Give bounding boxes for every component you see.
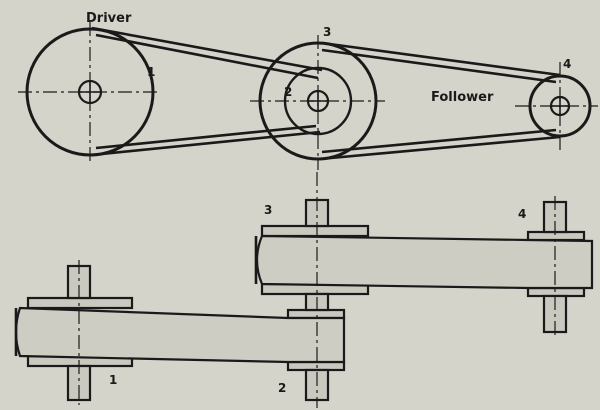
side-view — [14, 172, 594, 408]
label-pulley-4-top: 4 — [563, 57, 571, 71]
belt-driver-to-pulley-2 — [91, 26, 323, 157]
labels: Driver Follower 1 2 3 4 3 4 1 2 — [86, 11, 571, 395]
driver-pulley-1 — [18, 22, 160, 165]
follower-pulley-4 — [515, 62, 598, 150]
label-pulley-2-side: 2 — [278, 381, 286, 395]
label-follower: Follower — [431, 90, 494, 105]
label-pulley-2-top: 2 — [284, 85, 292, 99]
belt-pulley-3-to-follower — [319, 41, 561, 161]
lower-pulley-assembly — [14, 260, 346, 405]
label-driver: Driver — [86, 11, 132, 26]
label-pulley-3-side: 3 — [264, 203, 272, 217]
label-pulley-3-top: 3 — [323, 25, 331, 39]
label-pulley-1-side: 1 — [109, 373, 117, 387]
label-pulley-4-side: 4 — [518, 207, 526, 221]
label-pulley-1-top: 1 — [147, 65, 155, 79]
top-view — [18, 22, 598, 170]
